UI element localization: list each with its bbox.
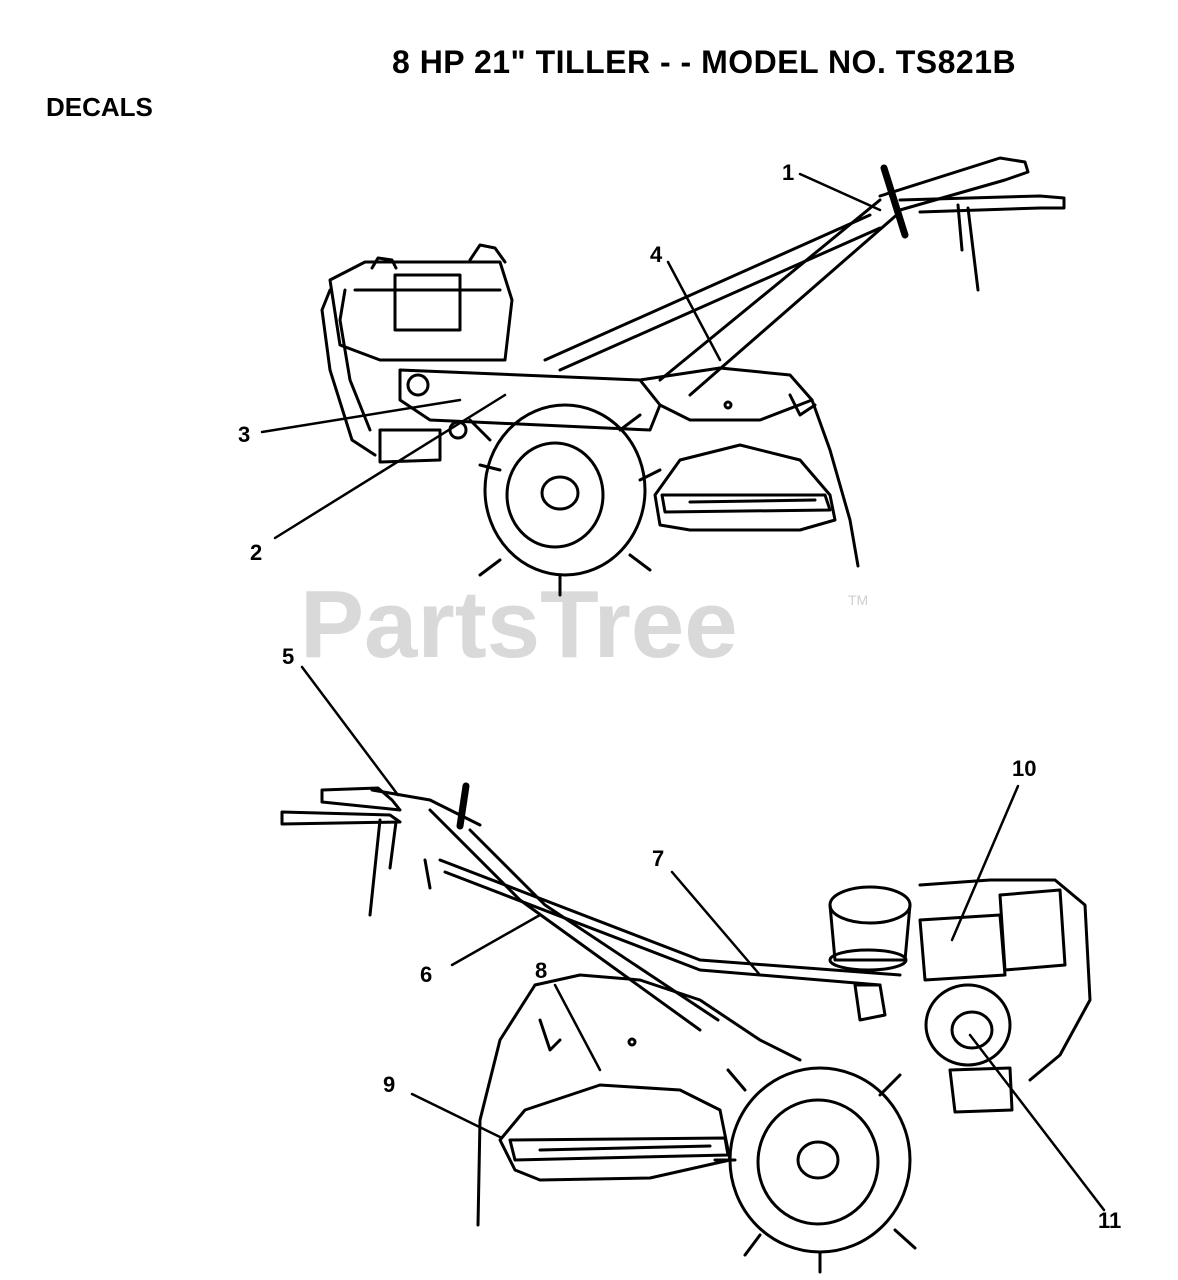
callout-1: 1	[782, 160, 795, 185]
leader-8	[553, 983, 602, 1072]
diagram-title: 8 HP 21" TILLER - - MODEL NO. TS821B	[392, 44, 1017, 80]
callout-11: 11	[1098, 1208, 1122, 1233]
section-heading: DECALS	[46, 92, 153, 122]
leader-6	[450, 913, 542, 967]
leader-2	[273, 393, 507, 540]
callout-6: 6	[420, 962, 433, 987]
callout-3: 3	[238, 422, 251, 447]
callout-10: 10	[1012, 756, 1037, 781]
watermark-logo: PartsTree	[300, 571, 738, 678]
callout-9: 9	[383, 1072, 396, 1097]
callout-7: 7	[652, 846, 665, 871]
tiller-top-view	[320, 156, 1066, 597]
watermark-trademark: TM	[848, 592, 869, 608]
callout-2: 2	[250, 540, 263, 565]
tiller-bottom-view	[280, 782, 1092, 1274]
leader-7	[670, 870, 762, 977]
leader-5	[300, 665, 400, 797]
leader-10	[950, 784, 1020, 942]
callout-8: 8	[535, 958, 548, 983]
leader-3	[260, 398, 462, 434]
callout-4: 4	[650, 242, 663, 267]
leader-1	[798, 172, 882, 212]
leader-11	[968, 1033, 1106, 1212]
leader-4	[666, 260, 722, 362]
callout-leaders	[260, 172, 1106, 1212]
callout-5: 5	[282, 644, 295, 669]
leader-9	[410, 1092, 504, 1140]
